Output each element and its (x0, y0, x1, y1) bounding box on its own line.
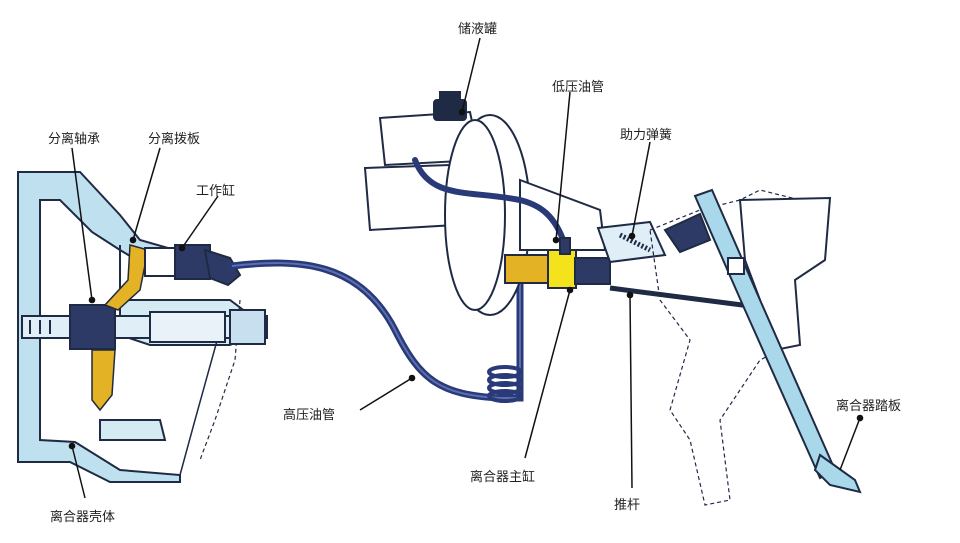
release-fork (91, 244, 149, 412)
leader-lines (68, 37, 864, 499)
pipe-coil (487, 365, 523, 403)
label-release-fork: 分离拨板 (148, 132, 201, 147)
assist-spring-bracket (596, 212, 712, 264)
pedal-bracket (738, 196, 832, 352)
label-release-bearing: 分离轴承 (48, 132, 101, 147)
label-clutch-pedal: 离合器踏板 (836, 399, 902, 414)
push-rod-shape (609, 285, 751, 309)
master-cylinder (504, 237, 611, 289)
slave-cylinder (144, 244, 242, 287)
label-master-cylinder: 离合器主缸 (470, 470, 536, 485)
low-pressure-pipe (412, 157, 568, 248)
input-shaft (21, 304, 268, 350)
clutch-pedal-arm (693, 188, 862, 494)
reservoir (433, 91, 467, 121)
label-assist-spring: 助力弹簧 (620, 128, 673, 143)
label-low-pressure-pipe: 低压油管 (552, 80, 605, 95)
label-reservoir: 储液罐 (458, 22, 498, 37)
label-high-pressure-pipe: 高压油管 (283, 408, 336, 423)
label-slave-cylinder: 工作缸 (196, 184, 236, 199)
label-clutch-housing: 离合器壳体 (50, 510, 116, 525)
label-push-rod: 推杆 (614, 498, 641, 513)
